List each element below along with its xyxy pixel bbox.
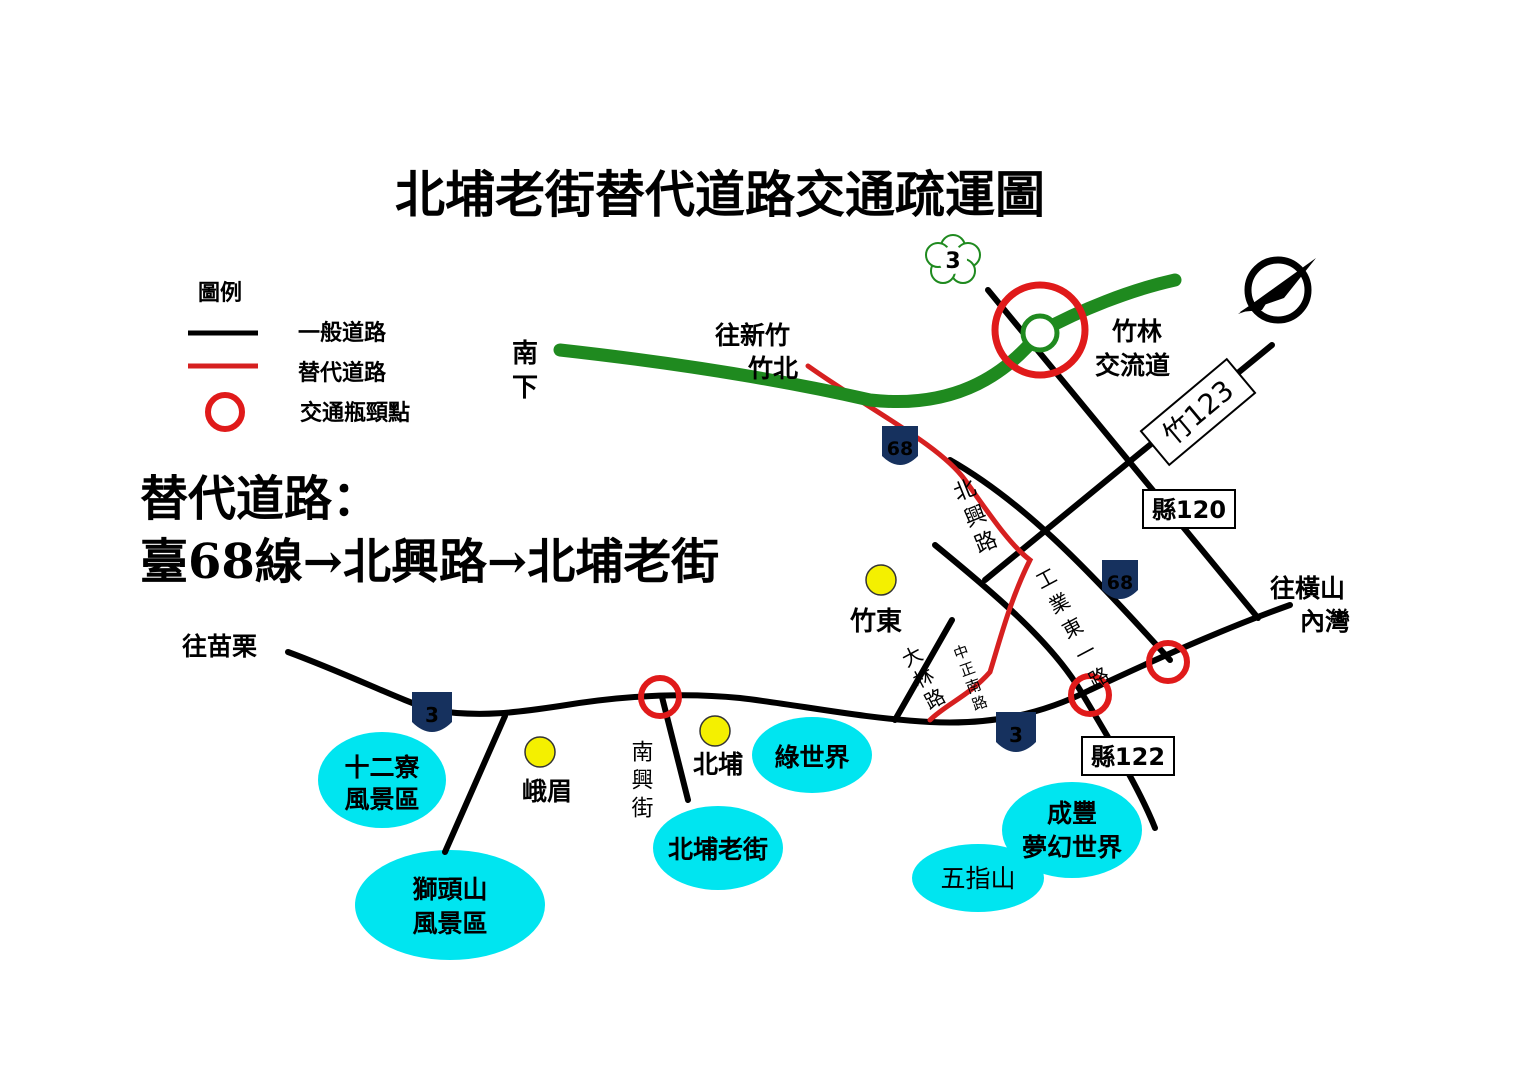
attraction-shitoushan-line2: 風景區: [412, 909, 487, 938]
label-zhudong: 竹東: [849, 607, 902, 637]
route-heading: 替代道路：: [140, 471, 380, 527]
legend-heading: 圖例: [198, 281, 242, 306]
legend-alt-road-label: 替代道路: [298, 360, 387, 386]
road-gongye-east: [932, 542, 1158, 831]
bottleneck-points: [638, 281, 1190, 719]
attraction-blob-green-world: [752, 717, 872, 793]
hwy-3-shield-b-icon: 3: [996, 712, 1036, 752]
freeway-3: [553, 273, 1182, 408]
attraction-blob-beipu-old-street: [653, 806, 783, 890]
sign-county-120: 縣120: [1142, 489, 1236, 529]
attraction-blob-shierliao: [318, 732, 446, 828]
town-markers: [524, 564, 897, 768]
attraction-shierliao-line2: 風景區: [344, 785, 419, 814]
label-to-hsinchu: 往新竹: [715, 321, 790, 350]
attraction-blob-chengfeng: [1002, 782, 1142, 878]
sign-county-120-label: 縣120: [1152, 496, 1226, 524]
label-nanxing-st: 南興街: [628, 740, 654, 824]
label-down: 下: [512, 373, 538, 403]
sign-county-122: 縣122: [1081, 736, 1175, 776]
interchange-node: [1020, 313, 1060, 353]
hwy-68-shield-b-icon: 68: [1102, 560, 1138, 599]
attraction-shitoushan-line1: 獅頭山: [412, 875, 487, 904]
map-title: 北埔老街替代道路交通疏運圖: [395, 166, 1045, 224]
attraction-green-world: 綠世界: [774, 743, 849, 772]
hwy-3-shield-b-label: 3: [1009, 723, 1023, 747]
label-to-miaoli: 往苗栗: [182, 632, 257, 661]
attraction-chengfeng-line2: 夢幻世界: [1022, 833, 1122, 862]
town-dot-beipu: [699, 715, 731, 747]
hwy-68-shield-a-icon: 68: [882, 426, 918, 465]
legend-bottleneck-label: 交通瓶頸點: [300, 400, 410, 426]
bottleneck-icon-zhulin-interchange: [991, 281, 1089, 379]
legend: 圖例 一般道路 替代道路 交通瓶頸點: [188, 281, 410, 432]
attraction-labels: 十二寮 風景區 獅頭山 風景區 北埔老街 綠世界 成豐 夢幻世界 五指山: [344, 743, 1122, 938]
attraction-wuzhishan: 五指山: [940, 864, 1015, 893]
attraction-blob-shitoushan: [355, 850, 545, 960]
freeway-3-shield-label: 3: [945, 249, 960, 274]
label-zhubei: 竹北: [747, 354, 798, 383]
freeway-3-shield-icon: 3: [925, 234, 981, 284]
route-path: 臺68線→北興路→北埔老街: [140, 534, 719, 590]
town-dot-emei: [524, 736, 556, 768]
legend-general-road-label: 一般道路: [298, 320, 387, 346]
town-dot-zhudong: [865, 564, 897, 596]
label-interchange: 交流道: [1095, 351, 1170, 380]
hwy-3-shield-a-label: 3: [425, 703, 439, 727]
attraction-beipu-old-street: 北埔老街: [668, 835, 768, 864]
attraction-shierliao-line1: 十二寮: [344, 753, 420, 782]
road-to-shitoushan: [442, 713, 508, 855]
label-emei: 峨眉: [522, 777, 572, 806]
bottleneck-icon-beipu-west: [638, 675, 682, 719]
compass-icon: [1238, 256, 1316, 324]
label-neiwan: 內灣: [1300, 607, 1350, 636]
label-zhulin: 竹林: [1111, 317, 1162, 346]
road-68-side: [947, 457, 1173, 663]
road-dalin: [892, 617, 955, 723]
sign-county-122-label: 縣122: [1091, 743, 1165, 771]
hwy-68-shield-a-label: 68: [887, 438, 913, 460]
label-south: 南: [512, 339, 538, 369]
attraction-blob-wuzhishan: [912, 844, 1044, 912]
attraction-areas: [318, 717, 1142, 960]
bottleneck-icon-hengshan: [1146, 640, 1190, 684]
hwy-68-shield-b-label: 68: [1107, 572, 1133, 594]
attraction-chengfeng-line1: 成豐: [1047, 799, 1097, 828]
legend-bottleneck-icon: [205, 392, 245, 432]
label-to-hengshan: 往橫山: [1270, 574, 1345, 603]
hwy-3-shield-a-icon: 3: [412, 692, 452, 732]
label-beipu: 北埔: [693, 750, 743, 779]
bottleneck-icon-county-122: [1068, 673, 1112, 717]
